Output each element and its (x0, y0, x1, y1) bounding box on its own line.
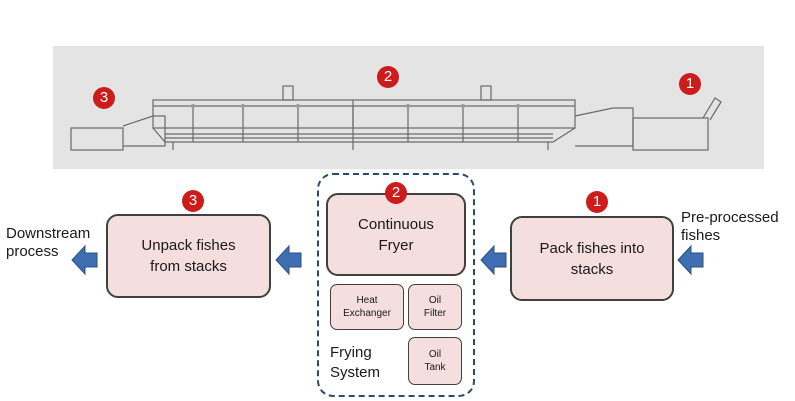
photo-badge-step-2: 2 (377, 66, 399, 88)
badge-step-3: 3 (182, 190, 204, 212)
oil-filter-box: Oil Filter (408, 284, 462, 330)
step-pack-fishes-label: Pack fishes into stacks (539, 239, 645, 278)
fryer-hood (152, 99, 576, 129)
outfeed-conveyor (122, 115, 166, 147)
infeed-conveyor (574, 107, 634, 147)
step-continuous-fryer: Continuous Fryer (326, 193, 466, 276)
frying-system-label: Frying System (330, 344, 381, 381)
photo-badge-step-3: 3 (93, 87, 115, 109)
oil-tank-box: Oil Tank (408, 337, 462, 385)
output-arrow (71, 244, 98, 276)
oil-tank-label: Oil Tank (424, 349, 446, 373)
step-unpack-fishes-label: Unpack fishes from stacks (141, 237, 236, 275)
step-unpack-fishes: Unpack fishes from stacks (106, 214, 271, 298)
step-continuous-fryer-label: Continuous Fryer (358, 215, 434, 254)
exhaust-stack-right (480, 85, 492, 101)
heat-exchanger-box: Heat Exchanger (330, 284, 404, 330)
fryer-line-illustration: 1 2 3 (53, 46, 764, 169)
input-arrow (677, 244, 704, 276)
fryer-line-drawing (70, 85, 722, 151)
badge-step-1: 1 (586, 191, 608, 213)
input-label: Pre-processed fishes (681, 209, 779, 244)
outfeed-platform (70, 127, 124, 151)
step-pack-fishes: Pack fishes into stacks (510, 216, 674, 301)
frying-system-group (317, 173, 475, 397)
output-label: Downstream process (6, 225, 91, 260)
infeed-platform (632, 117, 709, 151)
oil-filter-label: Oil Filter (423, 295, 447, 319)
photo-badge-step-1: 1 (679, 73, 701, 95)
exhaust-stack-left (282, 85, 294, 101)
heat-exchanger-label: Heat Exchanger (343, 295, 391, 319)
arrow-pack-to-fryer (480, 244, 507, 276)
arrow-fryer-to-unpack (275, 244, 302, 276)
fryer-pan (152, 127, 576, 143)
loading-chute (702, 97, 722, 121)
badge-step-2: 2 (385, 182, 407, 204)
